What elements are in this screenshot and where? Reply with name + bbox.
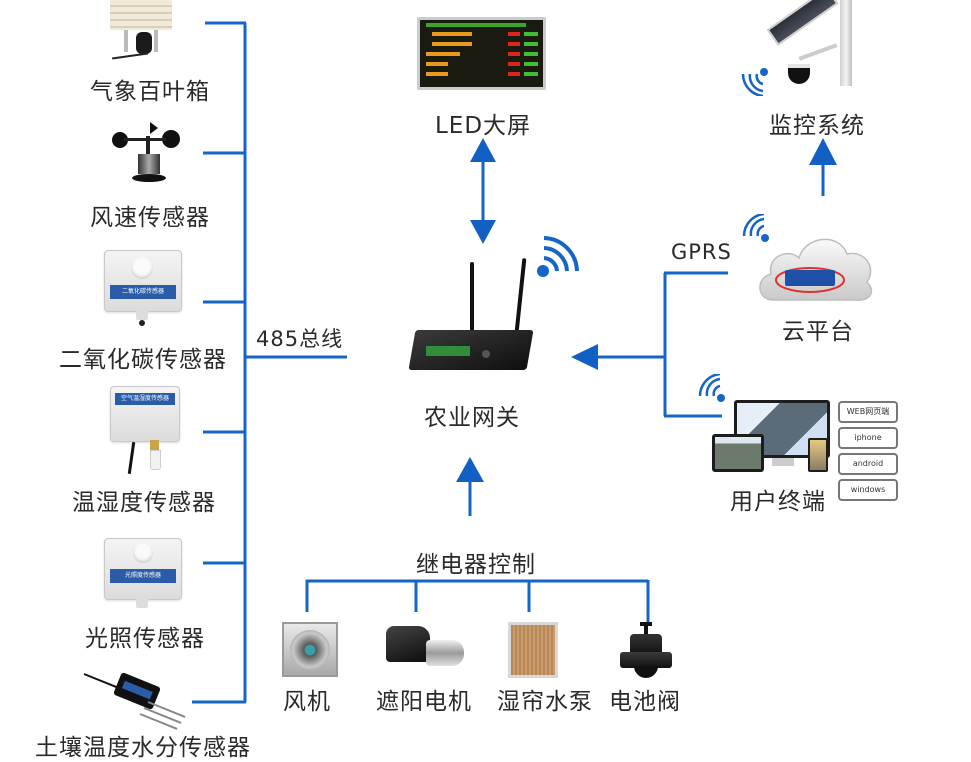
motor-icon <box>386 620 468 676</box>
surveillance-camera-icon <box>766 0 858 88</box>
cloud-label: 云平台 <box>782 319 854 345</box>
terminal-label: 用户终端 <box>730 489 826 515</box>
led-arrow-up-head <box>470 138 496 162</box>
relay-device-label-fan: 风机 <box>283 689 331 715</box>
terminal-wifi-icon <box>698 374 725 402</box>
monitor-arrow-head <box>809 138 837 165</box>
platform-badge-web: WEB网页端 <box>838 401 898 423</box>
light-sensor-icon: 光照度传感器 <box>104 538 182 618</box>
led-screen-icon <box>417 17 546 90</box>
sensor-label-light: 光照传感器 <box>85 626 205 652</box>
relay-label: 继电器控制 <box>416 552 536 578</box>
cloud-wifi-icon <box>742 214 769 242</box>
co2-sensor-icon: 二氧化碳传感器 <box>104 250 182 330</box>
gateway-arrow-head <box>571 344 598 370</box>
relay-arrow-head <box>456 457 484 482</box>
sensor-label-soil: 土壤温度水分传感器 <box>35 735 251 761</box>
monitor-label: 监控系统 <box>769 113 865 139</box>
led-label: LED大屏 <box>434 113 532 139</box>
sensor-label-louver: 气象百叶箱 <box>90 79 210 105</box>
sensor-label-co2: 二氧化碳传感器 <box>59 347 227 373</box>
relay-device-label-motor: 遮阳电机 <box>376 689 472 715</box>
monitor-wifi-icon <box>741 68 768 96</box>
bus-label: 485总线 <box>256 327 344 351</box>
temp-humidity-sensor-icon: 空气温湿度传感器 <box>110 386 188 478</box>
gprs-label: GPRS <box>671 240 732 264</box>
relay-device-label-valve: 电池阀 <box>609 689 681 715</box>
platform-badge-android: android <box>838 453 898 475</box>
sensor-label-temp-humidity: 温湿度传感器 <box>72 490 216 516</box>
fan-icon <box>282 622 338 677</box>
soil-probe-icon <box>82 665 192 730</box>
gateway-wifi-icon <box>537 236 579 277</box>
louver-box-icon <box>110 0 172 60</box>
gateway-label: 农业网关 <box>424 405 520 431</box>
cloud-icon <box>759 238 873 301</box>
anemometer-icon <box>110 118 190 188</box>
sensor-label-anemometer: 风速传感器 <box>90 205 210 231</box>
platform-badge-windows: windows <box>838 479 898 501</box>
relay-device-label-curtain: 湿帘水泵 <box>497 689 593 715</box>
valve-icon <box>620 622 672 678</box>
gateway-router-icon <box>408 256 538 376</box>
led-arrow-down-head <box>470 220 496 244</box>
devices-icon <box>710 398 834 474</box>
platform-badge-iphone: iphone <box>838 427 898 449</box>
wet-curtain-icon <box>508 622 558 678</box>
